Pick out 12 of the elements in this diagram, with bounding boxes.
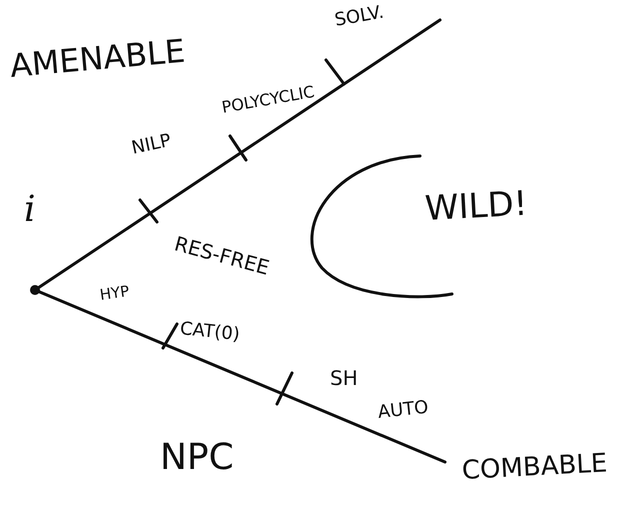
class-label: POLYCYCLIC [220,84,316,116]
class-label: CAT(0) [179,320,241,344]
class-label: AMENABLE [8,34,186,82]
class-label: NPC [160,440,234,476]
class-label: SH [330,368,358,388]
index-label: i [24,192,36,228]
class-label: WILD! [424,186,528,226]
class-label: SOLV. [333,4,386,30]
class-label: COMBABLE [461,450,608,484]
class-label: HYP [98,284,130,303]
class-label: NILP [130,132,173,158]
class-label: AUTO [377,398,430,422]
